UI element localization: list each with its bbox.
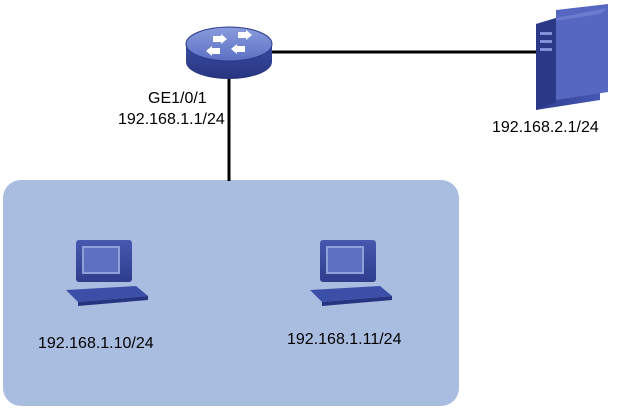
host-ip-label: 192.168.1.11/24 — [287, 331, 402, 348]
router-port-ip-label: 192.168.1.1/24 — [118, 111, 225, 128]
server-icon — [536, 4, 608, 110]
server-ip-label: 192.168.2.1/24 — [492, 119, 599, 136]
lan-area — [3, 180, 459, 406]
host-ip-label: 192.168.1.10/24 — [38, 335, 154, 352]
router-icon — [185, 26, 273, 79]
pc-icon — [310, 240, 392, 306]
pc-icon — [66, 240, 148, 306]
router-port-label: GE1/0/1 — [148, 90, 207, 107]
